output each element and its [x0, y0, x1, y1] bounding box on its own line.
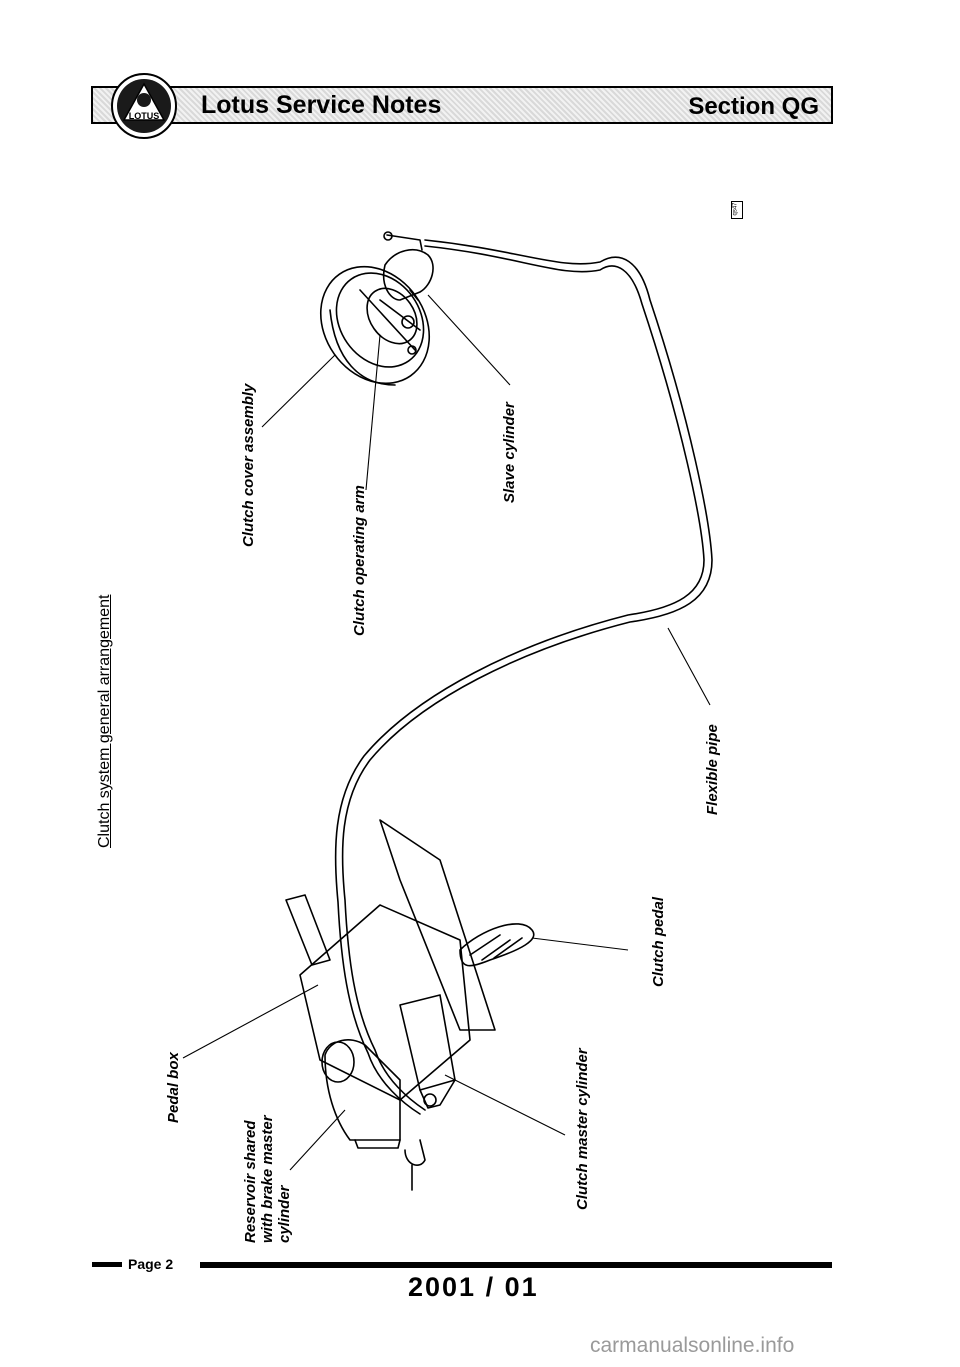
- page-number: Page 2: [128, 1256, 174, 1272]
- pedal-box-drawing: [285, 819, 535, 1101]
- watermark: carmanualsonline.info: [590, 1334, 795, 1357]
- leader-reservoir: [289, 1109, 346, 1171]
- leader-slave-cylinder: [427, 294, 511, 386]
- header-title: Lotus Service Notes: [201, 91, 442, 119]
- leader-flexible-pipe: [667, 627, 711, 706]
- leader-clutch-pedal: [531, 937, 629, 951]
- section-label: Section QG: [688, 93, 819, 120]
- header-banner: Lotus Service Notes Section QG: [91, 86, 833, 124]
- flexible-pipe-line: [341, 239, 713, 1111]
- figure-reference-box: qs47: [731, 201, 743, 219]
- clutch-cover-assembly-drawing: [319, 265, 431, 386]
- leader-master-cylinder: [444, 1074, 566, 1136]
- leader-clutch-cover: [261, 354, 336, 428]
- footer-bar: [200, 1262, 832, 1268]
- logo-text: LOTUS: [129, 111, 160, 121]
- reservoir-drawing: [321, 1039, 401, 1149]
- leader-operating-arm: [365, 334, 381, 491]
- lotus-logo-icon: LOTUS: [111, 73, 177, 139]
- leader-pedal-box: [182, 984, 319, 1059]
- flexible-pipe-line-inner: [334, 245, 705, 1115]
- issue-date: 2001 / 01: [408, 1272, 539, 1302]
- footer-bar-left: [92, 1262, 122, 1267]
- slave-cylinder-drawing: [382, 231, 434, 301]
